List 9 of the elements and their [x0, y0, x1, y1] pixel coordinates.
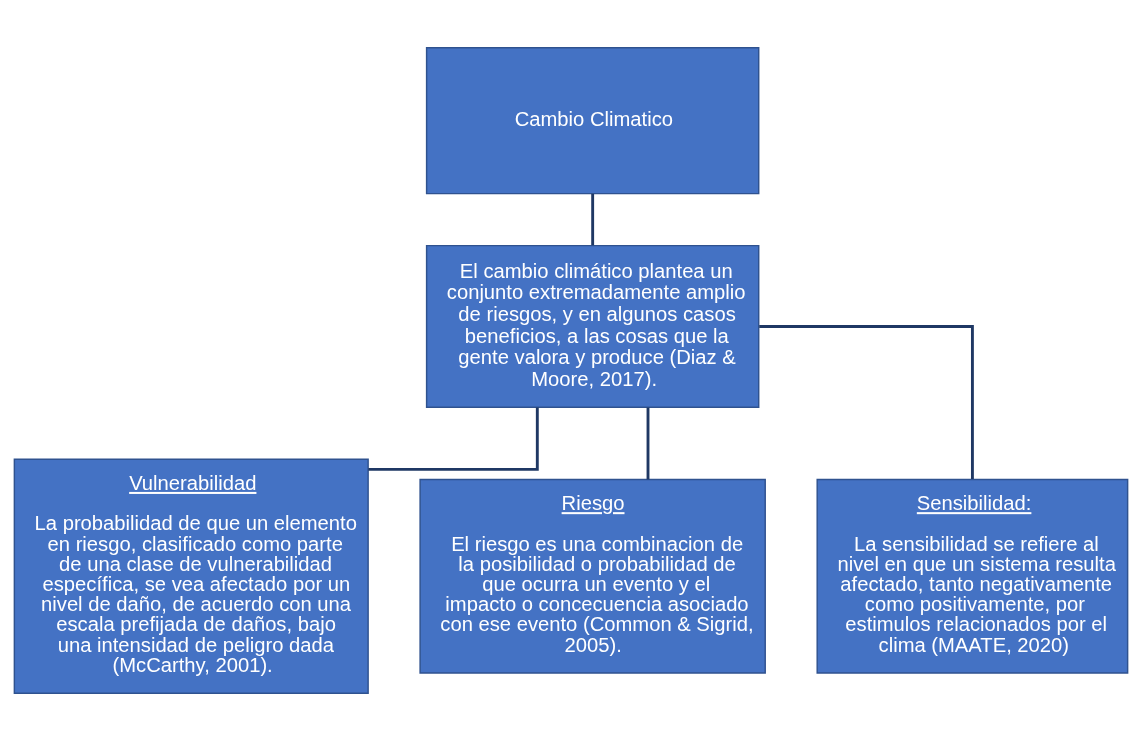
connector: [646, 407, 650, 479]
node-box: Riesgo El riesgo es una combinacion de la posibilidad o probabilidad de que ocurra un evento y el impacto o concecuencia asociado con ese evento (Common & Sigrid, 2005).: [419, 478, 766, 674]
node-box: Vulnerabilidad La probabilidad de que un elemento en riesgo, clasificado como parte de una clase de vulnerabilidad específica, se vea afectado por un nivel de daño, de acuerdo con una escala prefijada de daños, bajo una intensidad de peligro dada (McCarthy, 2001).: [13, 458, 369, 694]
connector: [368, 407, 539, 471]
connector: [759, 324, 974, 479]
node-box: El cambio climático plantea un conjunto extremadamente amplio de riesgos, y en algunos casos beneficios, a las cosas que la gente valora y produce (Diaz & Moore, 2017).: [425, 244, 760, 408]
node-box: Cambio Climatico: [425, 46, 760, 194]
connector: [591, 193, 595, 245]
node-box: Sensibilidad: La sensibilidad se refiere al nivel en que un sistema resulta afectado, tanto negativamente como positivamente, por estimulos relacionados por el clima (MAATE, 2020): [816, 478, 1129, 674]
